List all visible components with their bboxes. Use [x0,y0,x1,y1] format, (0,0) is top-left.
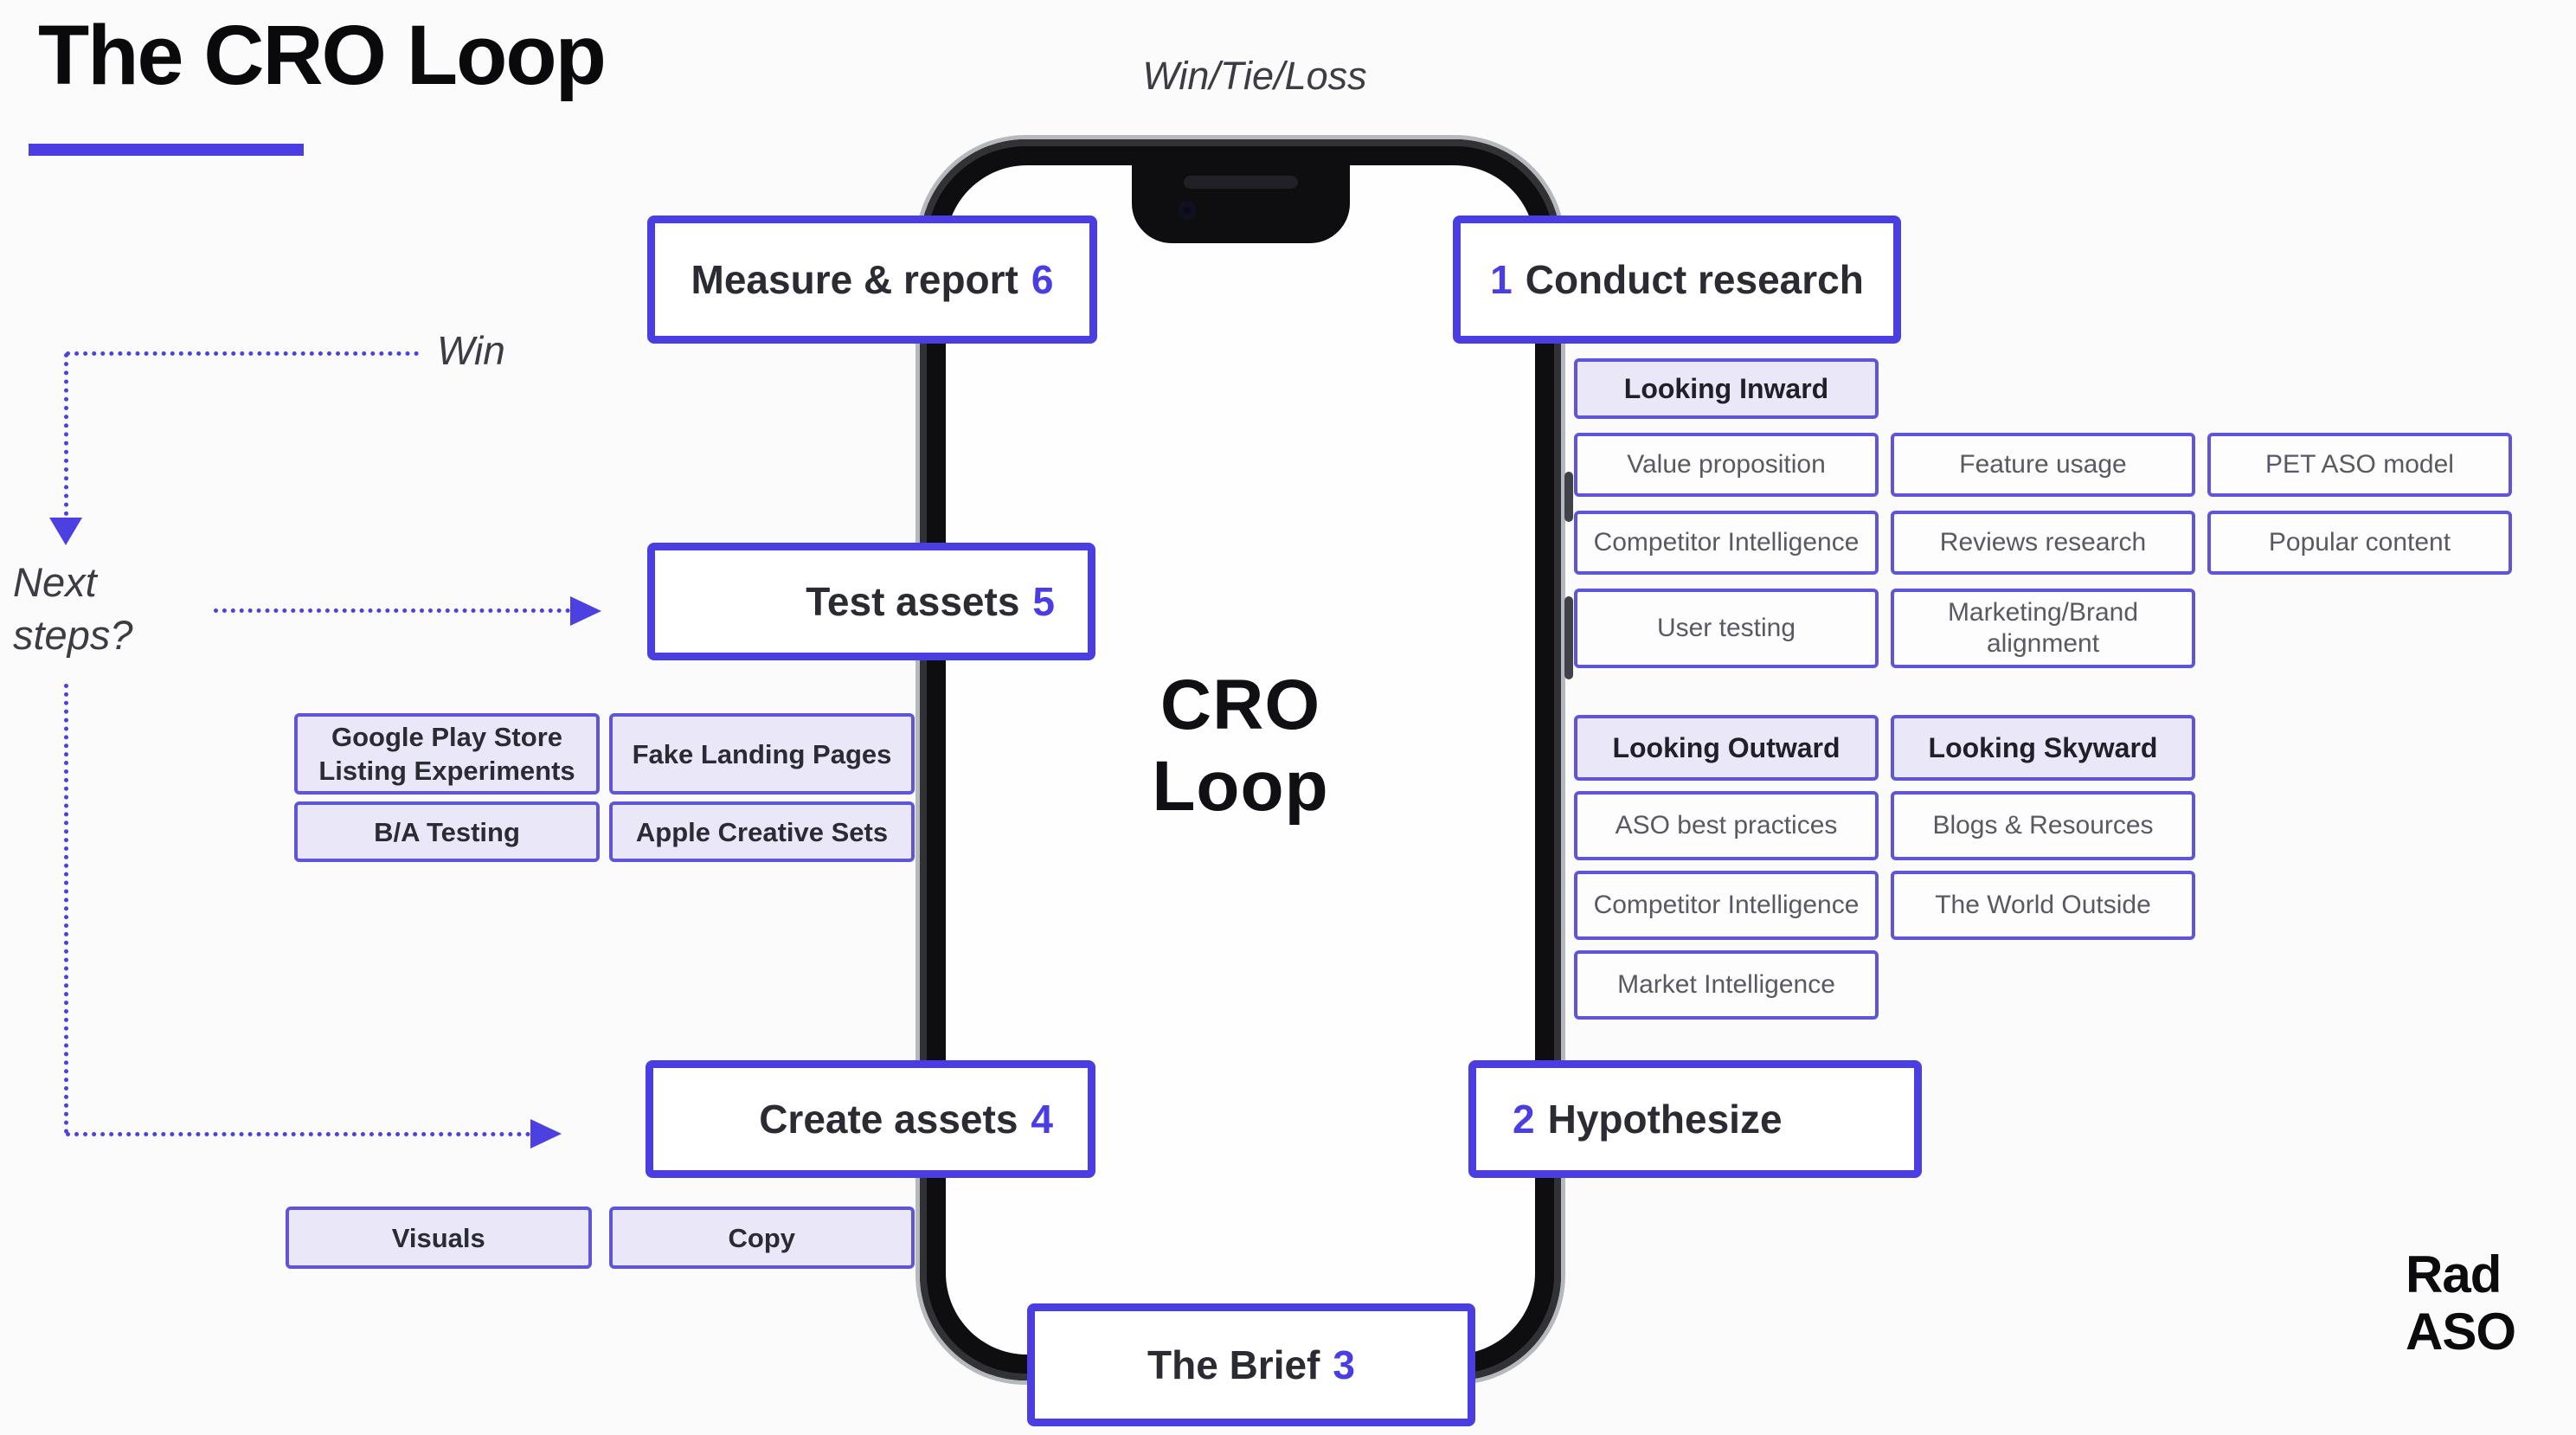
next-steps-label: Next steps? [13,556,132,661]
title-underline [29,144,304,156]
step-create-assets-label: Create assets [759,1097,1018,1142]
item-aso-best-practices: ASO best practices [1574,791,1879,860]
item-copy: Copy [608,1207,915,1269]
phone-notch [1131,165,1350,243]
cro-loop-line2: Loop [1152,747,1329,826]
step-measure-report: Measure & report 6 [647,216,1097,344]
item-feature-usage: Feature usage [1891,433,2195,497]
next-steps-line1: Next [13,559,97,605]
header-looking-inward: Looking Inward [1574,358,1879,419]
loop-dotted-line-horizontal [66,1132,530,1136]
win-dotted-line-vertical [64,353,68,516]
item-value-proposition: Value proposition [1574,433,1879,497]
step-the-brief-label: The Brief [1147,1342,1320,1387]
phone-camera-icon [1178,202,1196,219]
step-measure-report-number: 6 [1031,257,1054,302]
step-test-assets-label: Test assets [806,579,1020,624]
step-hypothesize: 2 Hypothesize [1468,1060,1922,1178]
step-conduct-research-label: Conduct research [1525,257,1864,302]
item-the-world-outside: The World Outside [1891,871,2195,940]
arrow-right-icon-test-assets [570,596,601,626]
item-fake-landing-pages: Fake Landing Pages [609,713,915,795]
header-looking-outward: Looking Outward [1574,715,1879,781]
header-looking-skyward: Looking Skyward [1891,715,2195,781]
loop-dotted-line-vertical [64,684,68,1134]
next-steps-line2: steps? [13,612,133,658]
win-dotted-line-horizontal [66,351,419,356]
win-tie-loss-note: Win/Tie/Loss [1142,54,1367,98]
item-google-play-listing-experiments: Google Play Store Listing Experiments [294,713,600,795]
step-the-brief-number: 3 [1333,1342,1355,1387]
step-test-assets: Test assets 5 [647,543,1095,660]
rad-aso-logo-line2: ASO [2406,1303,2516,1361]
looking-inward-grid: Value proposition Feature usage PET ASO … [1574,433,2512,668]
step-hypothesize-label: Hypothesize [1547,1097,1783,1142]
phone-side-button [1564,472,1573,522]
item-ba-testing: B/A Testing [294,801,600,862]
item-competitor-intelligence-inward: Competitor Intelligence [1574,511,1879,575]
step-conduct-research: 1 Conduct research [1453,216,1901,344]
next-steps-dotted-line [214,608,570,613]
looking-outward-skyward-grid: Looking Outward Looking Skyward ASO best… [1574,715,2195,1020]
item-marketing-brand-alignment: Marketing/Brand alignment [1891,589,2195,668]
win-label: Win [437,328,505,373]
step-hypothesize-number: 2 [1513,1097,1535,1142]
item-market-intelligence: Market Intelligence [1574,950,1879,1020]
rad-aso-logo-line1: Rad [2406,1245,2502,1303]
step-the-brief: The Brief 3 [1027,1303,1475,1426]
item-user-testing: User testing [1574,589,1879,668]
cro-loop-line1: CRO [1160,666,1321,744]
item-blogs-resources: Blogs & Resources [1891,791,2195,860]
item-popular-content: Popular content [2207,511,2512,575]
phone-side-button [1564,596,1573,679]
rad-aso-logo: Rad ASO [2406,1245,2516,1361]
item-competitor-intelligence-outward: Competitor Intelligence [1574,871,1879,940]
arrow-down-icon [49,518,82,545]
phone-speaker [1183,176,1298,189]
cro-loop-center-label: CRO Loop [942,665,1539,827]
test-assets-grid: Google Play Store Listing Experiments Fa… [294,713,915,862]
item-pet-aso-model: PET ASO model [2207,433,2512,497]
create-assets-grid: Visuals Copy [286,1207,915,1269]
step-create-assets: Create assets 4 [646,1060,1095,1178]
item-apple-creative-sets: Apple Creative Sets [609,801,915,862]
step-measure-report-label: Measure & report [691,257,1018,302]
step-create-assets-number: 4 [1031,1097,1053,1142]
step-test-assets-number: 5 [1032,579,1055,624]
item-visuals: Visuals [286,1207,592,1269]
page-title: The CRO Loop [38,8,607,102]
item-reviews-research: Reviews research [1891,511,2195,575]
arrow-right-icon-create-assets [530,1119,562,1149]
step-conduct-research-number: 1 [1490,257,1513,302]
